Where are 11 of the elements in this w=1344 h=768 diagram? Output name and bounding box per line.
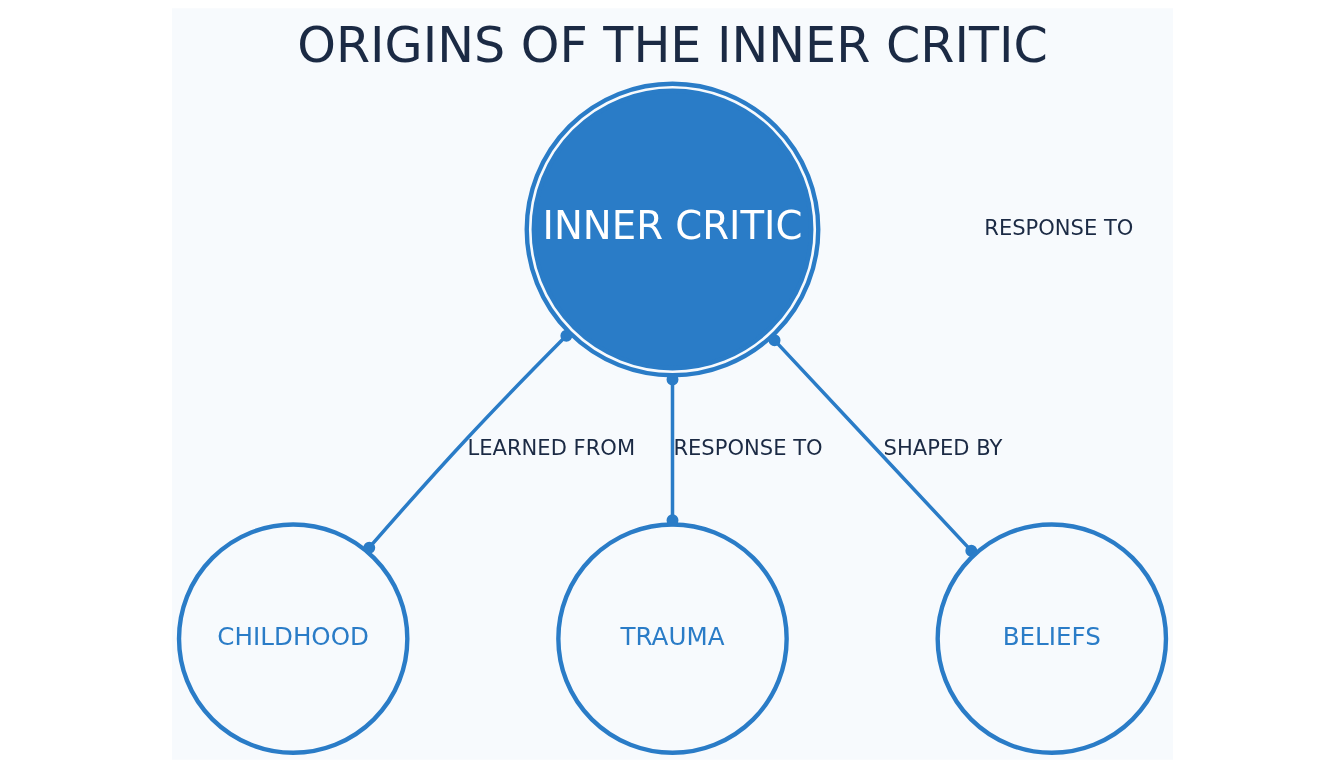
label: RESPONSE TO	[983, 214, 1133, 240]
diagram-title: ORIGINS OF THE INNER CRITIC	[296, 15, 1048, 74]
node-circle: TRAUMA	[555, 522, 789, 755]
connector	[768, 334, 977, 557]
node-circle: BELIEFS	[935, 522, 1168, 755]
node-circle: INNER CRITIC	[524, 81, 820, 378]
edge-label: LEARNED FROM	[467, 435, 635, 461]
edge-label: SHAPED BY	[883, 435, 1002, 461]
edge-label: RESPONSE TO	[672, 435, 823, 461]
node-circle: CHILDHOOD	[176, 522, 409, 755]
connector	[362, 329, 572, 554]
